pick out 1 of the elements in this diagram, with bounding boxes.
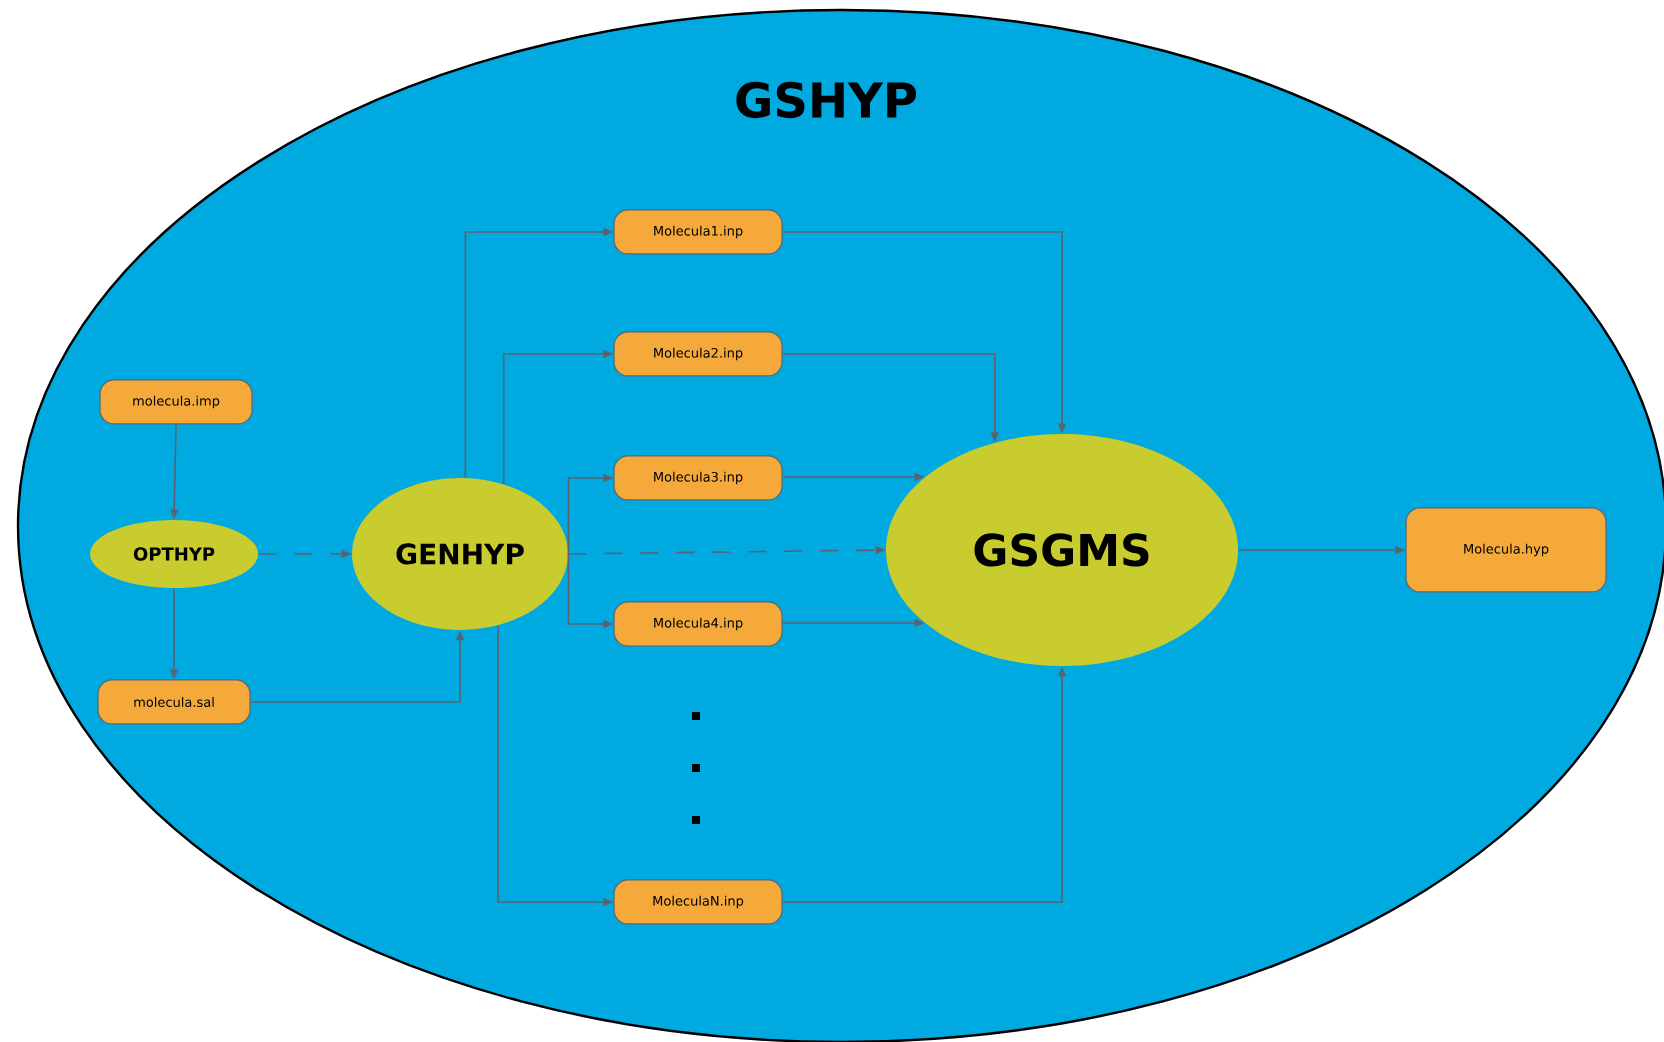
title: GSHYP xyxy=(736,81,917,119)
